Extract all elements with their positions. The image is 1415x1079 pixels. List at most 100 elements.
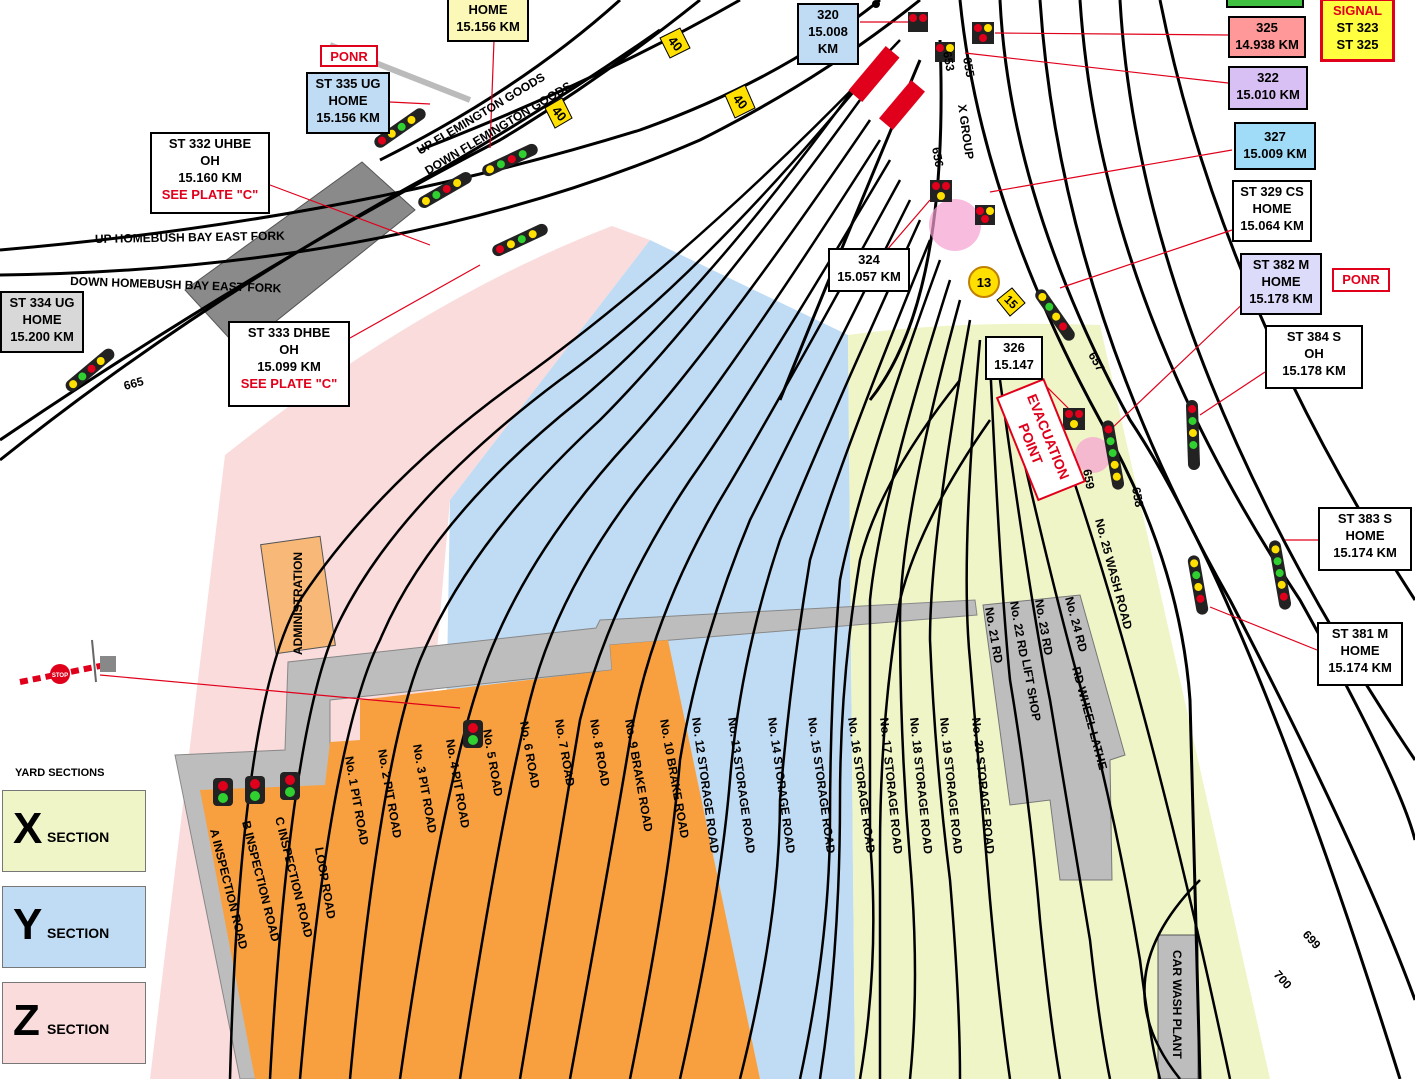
highlight-326	[1075, 437, 1111, 473]
box-line: HOME	[1252, 201, 1292, 216]
box-line: ST 383 S	[1337, 511, 1393, 526]
signal-335	[374, 108, 426, 148]
legend-z-section: Z SECTION	[2, 982, 146, 1064]
box-line: 320	[817, 7, 839, 22]
box-line: 15.099 KM	[257, 359, 321, 374]
box-line: 15.178 KM	[1282, 363, 1346, 378]
signal-334	[65, 348, 115, 392]
track-699: 699	[1300, 928, 1324, 952]
x-group-label: X GROUP	[955, 103, 977, 160]
st335-box: ST 335 UG HOME 15.156 KM	[306, 72, 390, 134]
box-line: ST 329 CS	[1240, 184, 1304, 199]
box-line: 15.174 KM	[1333, 545, 1397, 560]
box-line: PONR	[1342, 272, 1380, 287]
up-homebush-label: UP HOMEBUSH BAY EAST FORK	[95, 229, 285, 246]
box-line: HOME	[468, 2, 508, 17]
box-line: 325	[1256, 20, 1278, 35]
box-line: 15.009 KM	[1243, 146, 1307, 161]
track-656: 656	[929, 146, 946, 168]
box-line: 326	[1003, 340, 1025, 355]
legend-y-word: SECTION	[47, 925, 110, 941]
box-line: 327	[1264, 129, 1286, 144]
lift-shop-building	[982, 594, 1126, 881]
box-326: 326 15.147	[985, 336, 1043, 380]
box-line: 15.156 KM	[316, 110, 380, 125]
track-700: 700	[1271, 968, 1295, 992]
highlight-324	[929, 199, 981, 251]
box-line: 15.064 KM	[1240, 218, 1304, 233]
box-line: OH	[279, 342, 299, 357]
box-325: 325 14.938 KM	[1228, 16, 1306, 58]
overbridge	[184, 161, 416, 351]
box-line: PONR	[330, 49, 368, 64]
legend-z-letter: Z	[13, 996, 40, 1045]
signal-b	[245, 776, 265, 804]
box-line: 15.160 KM	[178, 170, 242, 185]
box-line: HOME	[1340, 643, 1380, 658]
legend-x-section: X SECTION	[2, 790, 146, 872]
green-indicator	[1226, 0, 1304, 8]
administration-label: ADMINISTRATION	[291, 552, 305, 655]
ponr-382-box: PONR	[1332, 268, 1390, 292]
signal-382	[1101, 420, 1125, 490]
stop-boards	[848, 45, 925, 130]
stop-sign-label: STOP	[52, 673, 68, 679]
box-324: 324 15.057 KM	[828, 248, 910, 292]
signal-329	[1035, 289, 1075, 341]
signal-383	[1268, 540, 1292, 610]
st383-box: ST 383 S HOME 15.174 KM	[1318, 507, 1412, 571]
box-line: KM	[817, 41, 839, 56]
box-line: SIGNAL	[1332, 3, 1383, 18]
box-line: ST 325	[1336, 37, 1379, 52]
st334-box: ST 334 UG HOME 15.200 KM	[0, 291, 84, 353]
signal-no5	[463, 720, 483, 748]
box-line: ST 334 UG	[9, 295, 75, 310]
box-line: 15.057 KM	[837, 269, 901, 284]
box-line: 15.008	[808, 24, 848, 39]
legend-title: YARD SECTIONS	[15, 767, 105, 779]
signal-c	[280, 772, 300, 800]
box-line: 15.174 KM	[1328, 660, 1392, 675]
box-line: 15.178 KM	[1249, 291, 1313, 306]
legend-z-word: SECTION	[47, 1021, 110, 1037]
car-wash-label: CAR WASH PLANT	[1170, 950, 1184, 1059]
pit-roads-area	[200, 640, 760, 1079]
st381-box: ST 381 M HOME 15.174 KM	[1317, 622, 1403, 686]
signal-heads	[65, 12, 1292, 806]
signal-box: SIGNAL ST 323 ST 325	[1320, 0, 1395, 62]
box-line: ST 323	[1336, 20, 1379, 35]
box-line: ST 335 UG	[315, 76, 381, 91]
box-327: 327 15.009 KM	[1234, 122, 1316, 170]
box-line: HOME	[22, 312, 62, 327]
box-line: ST 381 M	[1331, 626, 1389, 641]
st382-box: ST 382 M HOME 15.178 KM	[1240, 253, 1322, 315]
box-line: HOME	[328, 93, 368, 108]
circle-13-marker: 13	[977, 275, 991, 290]
box-line: 15.200 KM	[10, 329, 74, 344]
track-665: 665	[122, 374, 145, 393]
track-659: 659	[1080, 468, 1097, 490]
box-line: ST 333 DHBE	[247, 325, 331, 340]
signal-384	[1185, 400, 1201, 470]
yard-roads	[228, 39, 1232, 1079]
box-line: ST 384 S	[1286, 329, 1342, 344]
box-line: SEE PLATE "C"	[161, 187, 259, 202]
box-320: 320 15.008 KM	[797, 3, 859, 65]
ponr-335-box: PONR	[320, 45, 378, 67]
box-line: HOME	[1261, 274, 1301, 289]
st332-box: ST 332 UHBE OH 15.160 KM SEE PLATE "C"	[150, 132, 270, 214]
box-line: HOME	[1345, 528, 1385, 543]
box-line: 324	[858, 252, 880, 267]
box-line: 322	[1257, 70, 1279, 85]
point-marker	[872, 0, 880, 8]
box-line: ST 332 UHBE	[168, 136, 252, 151]
legend-x-word: SECTION	[47, 829, 110, 845]
track-653: 653	[940, 50, 957, 72]
box-line: ST 382 M	[1252, 257, 1310, 272]
home-15156-box: HOME 15.156 KM	[447, 0, 529, 42]
st384-box: ST 384 S OH 15.178 KM	[1265, 325, 1363, 389]
box-line: OH	[1304, 346, 1324, 361]
stop-boom-gate: STOP	[19, 639, 116, 685]
